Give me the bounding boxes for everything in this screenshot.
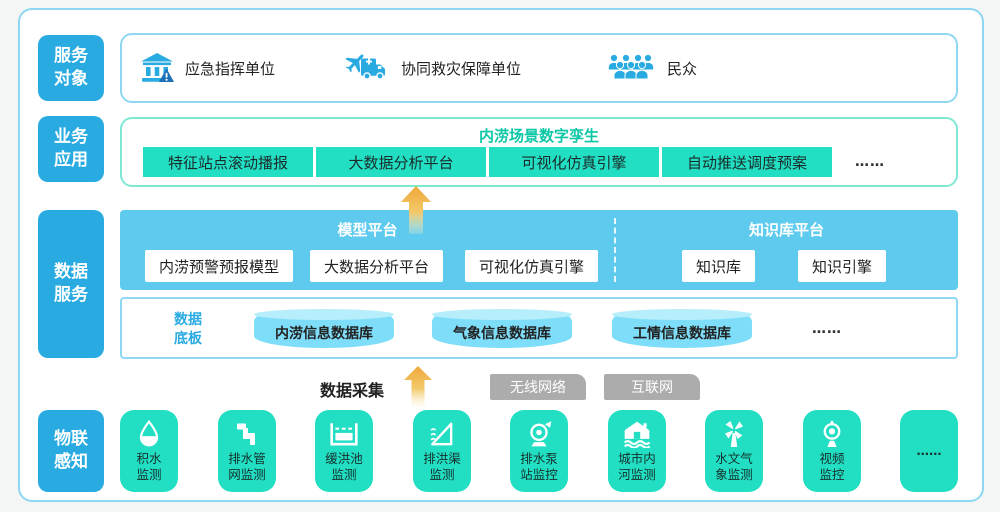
bank-warning-icon — [140, 52, 174, 84]
iot-tile-more: …… — [900, 410, 958, 492]
service-object-label: 民众 — [667, 59, 698, 78]
iot-tile-label: 视频 监控 — [819, 451, 845, 483]
service-objects-box: 应急指挥单位 协同救灾保障单位 — [120, 33, 958, 103]
model-box: 可视化仿真引擎 — [465, 250, 599, 282]
database-label: 内涝信息数据库 — [275, 325, 373, 342]
iot-tile-label: 水文气 象监测 — [715, 451, 753, 483]
iot-tile: 排水管 网监测 — [218, 410, 276, 492]
plane-ambulance-icon — [344, 52, 390, 84]
cylinder-top — [254, 309, 394, 320]
cylinder-top — [612, 309, 752, 320]
app-button: 特征站点滚动播报 — [143, 147, 313, 177]
data-collection-label: 数据采集 — [320, 381, 385, 400]
model-platform-title: 模型平台 — [337, 221, 398, 239]
sidebar-label-iot-sensing: 物联 感知 — [38, 410, 104, 492]
crowd-icon — [604, 53, 656, 83]
house-river-icon — [622, 419, 652, 449]
platform-panel: 模型平台 知识库平台 内涝预警预报模型 大数据分析平台 可视化仿真引擎 知识库 … — [120, 210, 958, 290]
iot-tile-label: 积水 监测 — [136, 451, 162, 483]
up-arrow-icon — [400, 186, 432, 234]
iot-tile: 视频 监控 — [803, 410, 861, 492]
basin-icon — [329, 419, 359, 449]
data-base-box: 数据 底板 内涝信息数据库 气象信息数据库 工情信息数据库 …… — [120, 297, 958, 359]
sidebar-label-business-apps: 业务 应用 — [38, 116, 104, 182]
service-object-item: 协同救灾保障单位 — [344, 35, 521, 101]
more-tiles-ellipsis: …… — [916, 442, 942, 458]
business-apps-title: 内涝场景数字孪生 — [478, 127, 599, 145]
sidebar-label-service-objects: 服务 对象 — [38, 35, 104, 101]
channel-icon — [428, 419, 456, 449]
panel-divider — [614, 218, 616, 282]
knowledge-platform-title: 知识库平台 — [748, 221, 824, 239]
business-apps-buttons: 特征站点滚动播报 大数据分析平台 可视化仿真引擎 自动推送调度预案 …… — [143, 147, 885, 177]
network-tag: 无线网络 — [490, 374, 586, 400]
iot-tile: 缓洪池 监测 — [315, 410, 373, 492]
pump-icon — [525, 419, 553, 449]
iot-tile-label: 城市内 河监测 — [618, 451, 656, 483]
iot-tile-label: 排水管 网监测 — [228, 451, 266, 483]
database-cylinder: 内涝信息数据库 — [254, 309, 394, 348]
model-box: 大数据分析平台 — [310, 250, 444, 282]
cylinder-top — [432, 309, 572, 320]
app-button: 大数据分析平台 — [316, 147, 486, 177]
service-object-item: 民众 — [604, 35, 697, 101]
app-button: 自动推送调度预案 — [662, 147, 832, 177]
model-box: 内涝预警预报模型 — [145, 250, 294, 282]
iot-tile-label: 缓洪池 监测 — [325, 451, 363, 483]
windmill-icon — [720, 419, 748, 449]
pipe-icon — [234, 419, 260, 449]
service-object-item: 应急指挥单位 — [140, 35, 275, 101]
service-object-label: 应急指挥单位 — [185, 59, 276, 78]
database-cylinder: 气象信息数据库 — [432, 309, 572, 348]
iot-tile: 排水泵 站监控 — [510, 410, 568, 492]
database-cylinder: 工情信息数据库 — [612, 309, 752, 348]
more-apps-ellipsis: …… — [855, 154, 885, 170]
iot-tile: 积水 监测 — [120, 410, 178, 492]
iot-tile: 城市内 河监测 — [608, 410, 666, 492]
service-object-label: 协同救灾保障单位 — [401, 59, 522, 78]
database-label: 工情信息数据库 — [633, 325, 731, 342]
iot-tile-label: 排洪渠 监测 — [423, 451, 461, 483]
data-base-label: 数据 底板 — [174, 312, 202, 347]
app-button: 可视化仿真引擎 — [489, 147, 659, 177]
database-label: 气象信息数据库 — [453, 325, 551, 342]
water-drop-icon — [136, 419, 162, 449]
up-arrow-icon — [403, 366, 433, 407]
more-databases-ellipsis: …… — [812, 321, 842, 337]
iot-tile: 水文气 象监测 — [705, 410, 763, 492]
sidebar-label-data-services: 数据 服务 — [38, 210, 104, 358]
knowledge-box: 知识库 — [682, 250, 756, 282]
camera-icon — [819, 419, 845, 449]
network-tag: 互联网 — [604, 374, 700, 400]
knowledge-box: 知识引擎 — [798, 250, 887, 282]
iot-tile: 排洪渠 监测 — [413, 410, 471, 492]
iot-tile-label: 排水泵 站监控 — [520, 451, 558, 483]
